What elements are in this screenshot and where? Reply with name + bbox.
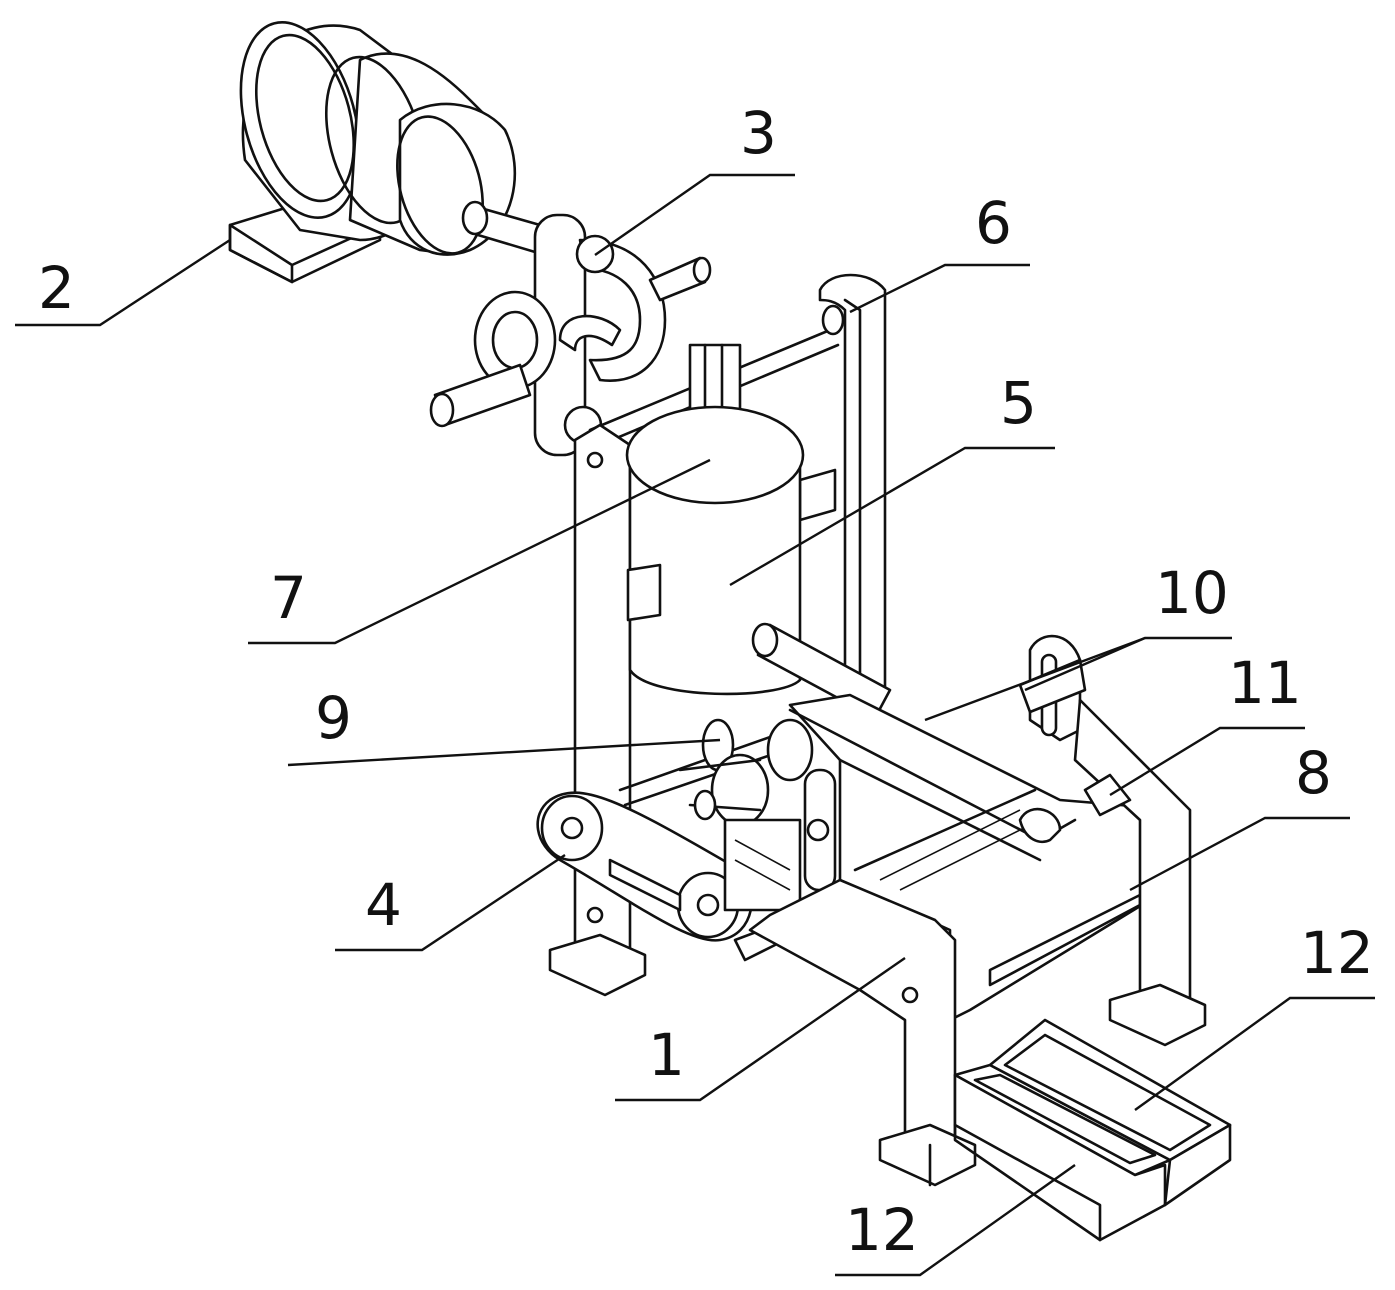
label-7: 7 (270, 564, 307, 632)
front-legs (748, 878, 977, 1187)
collection-trays (953, 1018, 1232, 1242)
leader-9 (287, 738, 721, 767)
label-4: 4 (365, 871, 402, 939)
leader-11 (1109, 726, 1305, 797)
part-labels: 2 3 6 5 7 9 10 11 8 4 1 12 12 (38, 99, 1374, 1264)
leader-6 (849, 263, 1030, 314)
label-5: 5 (1000, 369, 1037, 437)
leader-10b (1024, 636, 1146, 692)
label-9: 9 (315, 684, 352, 752)
label-12-bottom: 12 (845, 1196, 919, 1264)
arm-and-bracket (1018, 634, 1207, 1047)
guide-bar (751, 622, 892, 720)
leader-12a (1134, 996, 1375, 1111)
label-3: 3 (740, 99, 777, 167)
leader-8 (1129, 816, 1350, 892)
shaft-assembly (618, 718, 814, 912)
label-11: 11 (1228, 649, 1302, 717)
crank-shaft (429, 200, 712, 457)
label-1: 1 (648, 1021, 685, 1089)
leader-1 (615, 957, 906, 1102)
leader-4 (335, 854, 566, 952)
label-6: 6 (975, 189, 1012, 257)
leader-2 (15, 238, 231, 327)
label-12-right: 12 (1300, 919, 1374, 987)
leader-3 (594, 173, 795, 256)
label-2: 2 (38, 254, 75, 322)
leader-lines (15, 173, 1375, 1277)
label-10: 10 (1155, 559, 1229, 627)
leader-5 (729, 446, 1055, 587)
label-8: 8 (1295, 739, 1332, 807)
leader-12b (835, 1164, 1076, 1277)
leader-7 (248, 458, 711, 645)
motor (228, 21, 517, 284)
